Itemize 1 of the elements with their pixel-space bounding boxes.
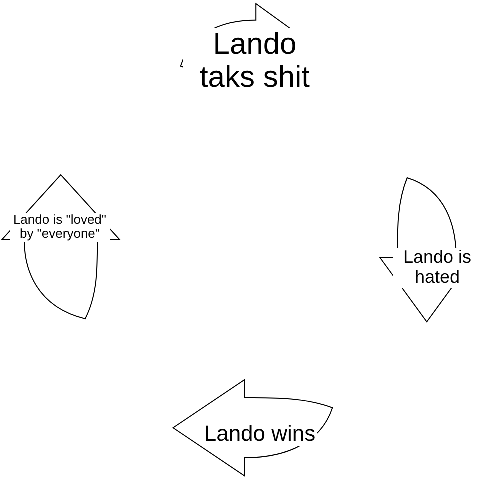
arrow-label: Lando is "loved" by "everyone" (10, 213, 110, 242)
